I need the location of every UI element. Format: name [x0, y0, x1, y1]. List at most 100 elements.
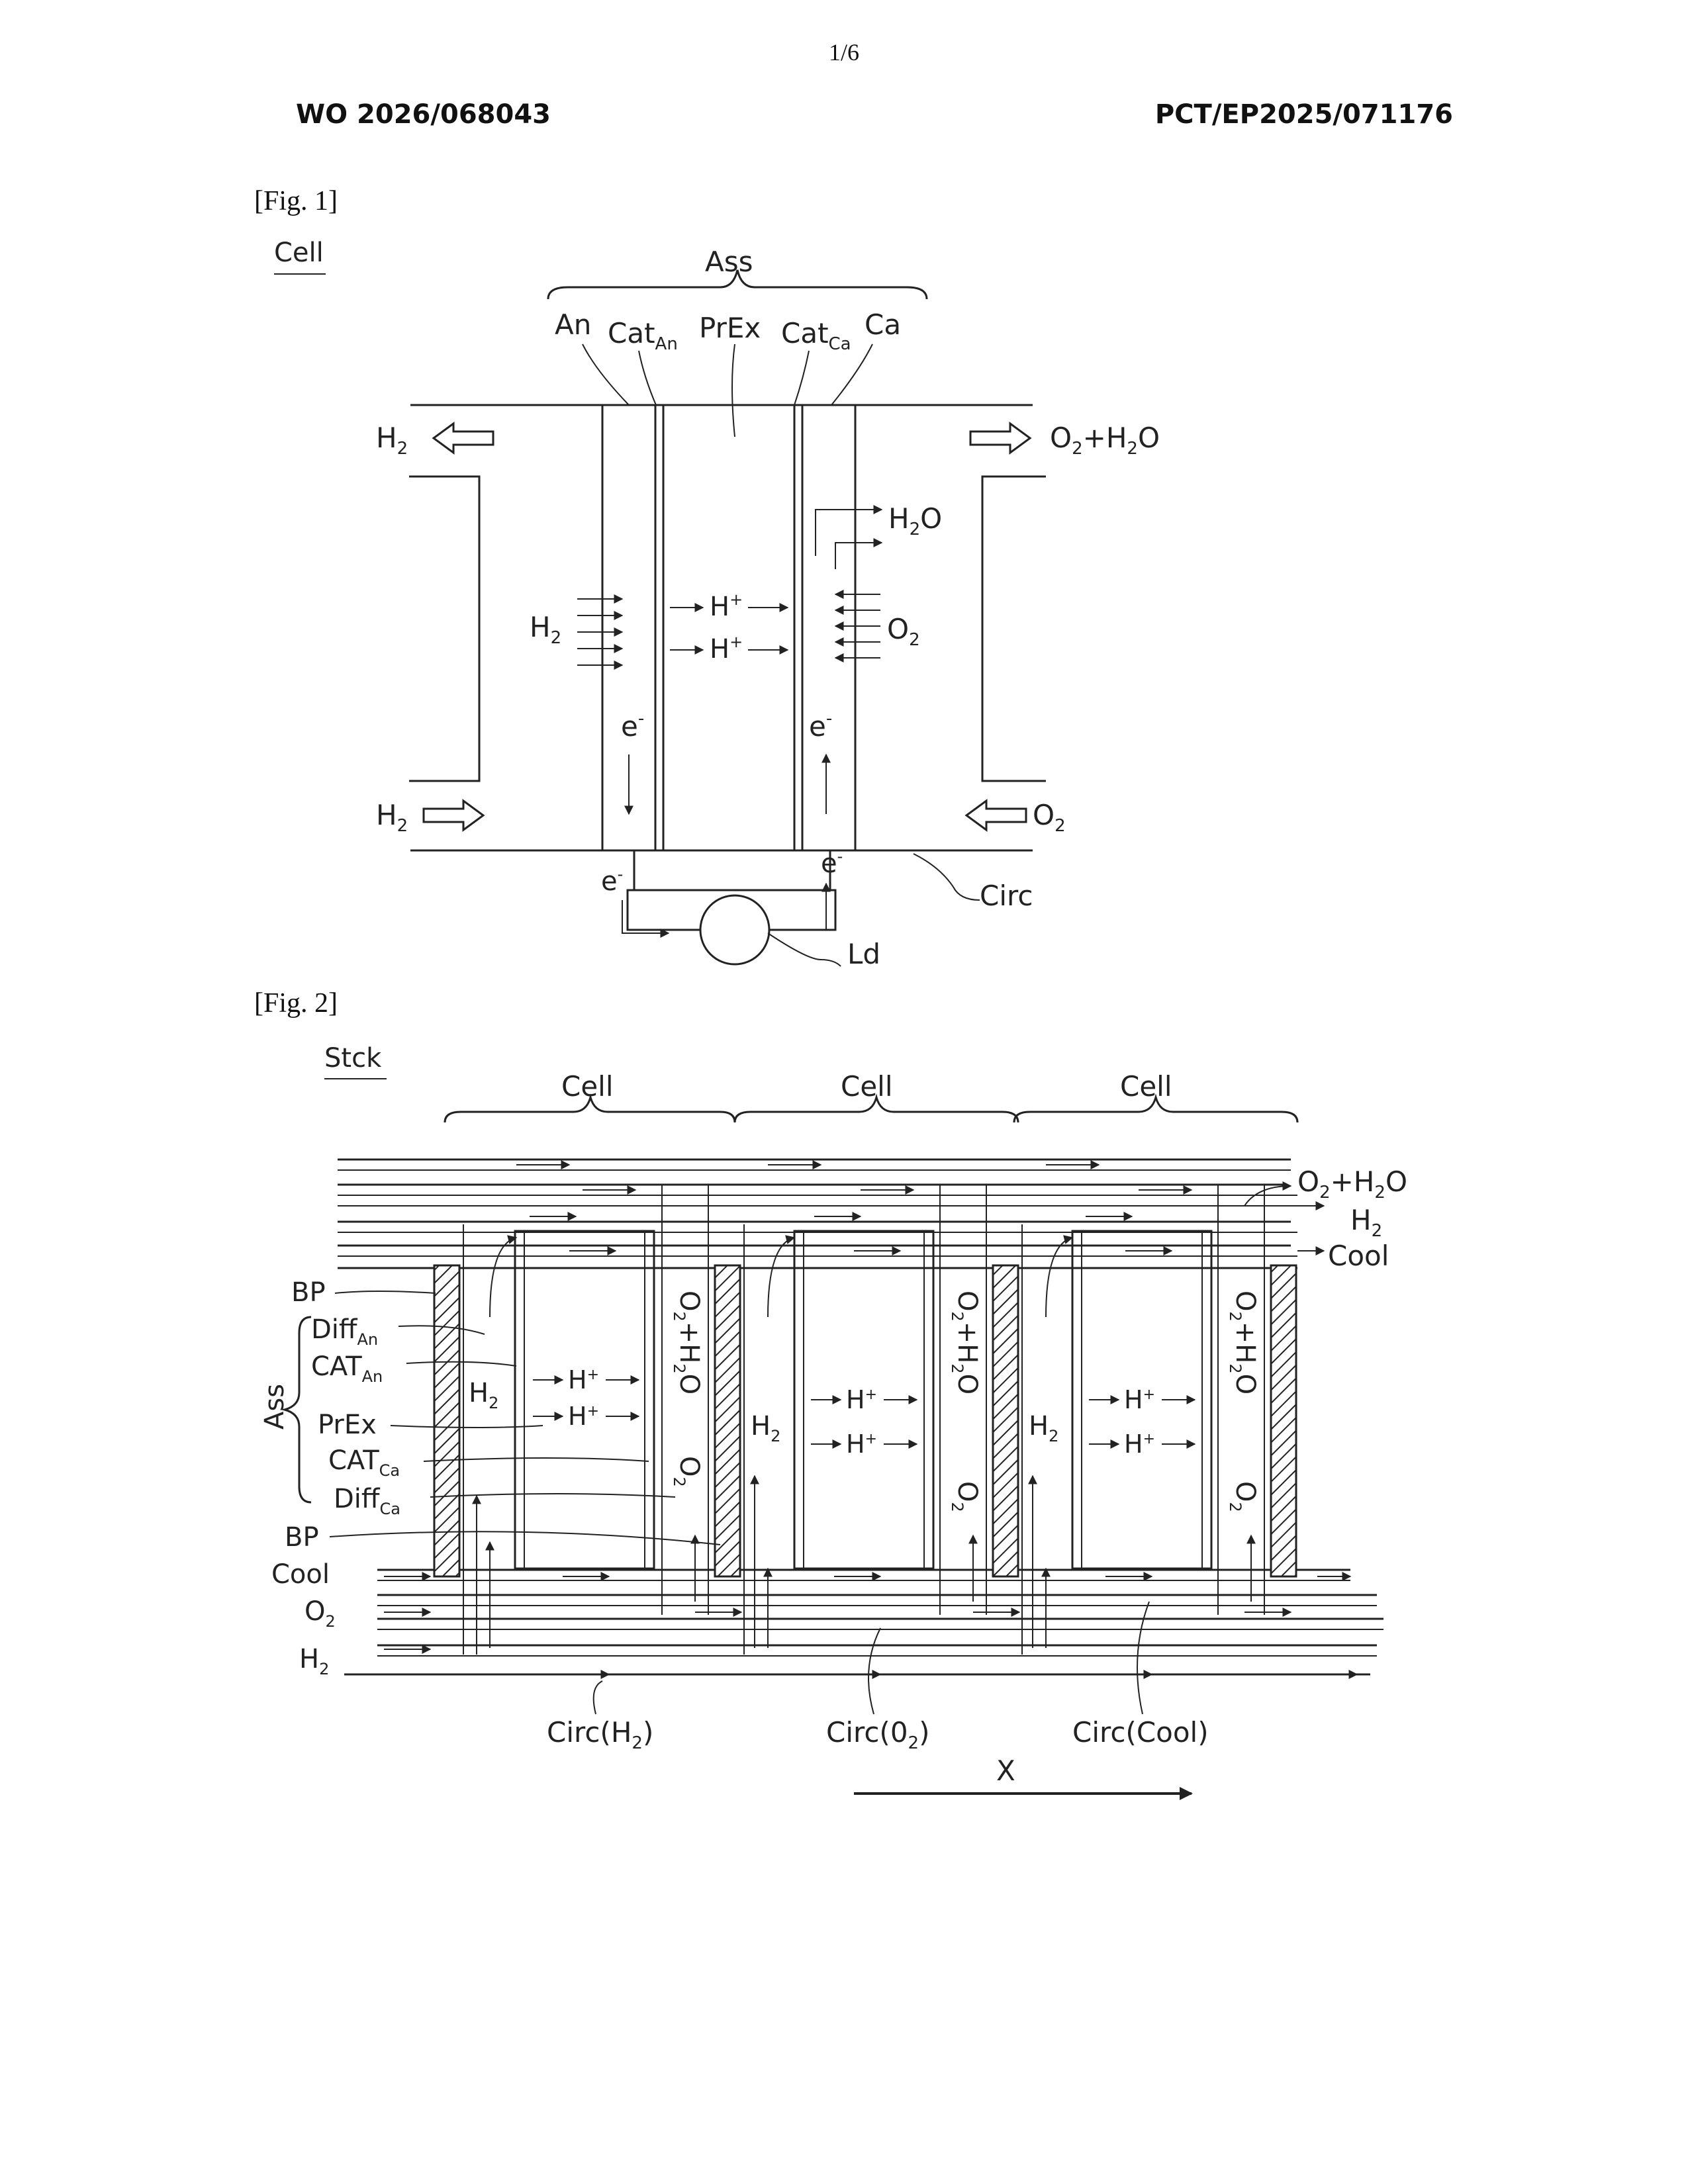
cat-ca-label: CatCa — [781, 317, 851, 354]
electron-out-label: e- — [601, 865, 623, 897]
h2-anode-label: H2 — [530, 611, 561, 648]
svg-text:H+: H+ — [1124, 1430, 1155, 1459]
bp-top-leader — [335, 1291, 436, 1293]
left-label-diff-an: DiffAn — [311, 1314, 378, 1349]
cat-an-leader — [639, 351, 656, 405]
svg-text:H+: H+ — [846, 1385, 877, 1414]
ass-label: Ass — [705, 246, 753, 278]
o2-in-arrow — [966, 801, 1026, 830]
circ-leader — [914, 854, 980, 900]
h2-channel-3: H2 — [1029, 1411, 1058, 1445]
left-label-cool: Cool — [271, 1559, 330, 1590]
mea-3-protons: H+ H+ — [1089, 1385, 1195, 1459]
cat-an-leader — [406, 1362, 516, 1366]
h2-channel-1: H2 — [469, 1378, 498, 1412]
proton-label-2: H+ — [710, 633, 743, 664]
electron-cathode-label: e- — [809, 709, 832, 743]
o2-channel-3: O2 — [1226, 1481, 1260, 1512]
ld-label: Ld — [847, 938, 880, 970]
cell-label-3: Cell — [1120, 1070, 1172, 1103]
cathode-catalyst-layer — [794, 405, 802, 850]
svg-text:H+: H+ — [568, 1365, 599, 1394]
bottom-manifold — [344, 1570, 1383, 1674]
fig2-diagram: Stck Cell Cell Cell — [259, 1043, 1407, 1794]
electron-anode-label: e- — [621, 709, 644, 743]
o2-h2o-out-label: O2+H2O — [1050, 422, 1160, 459]
cathode-layer — [802, 405, 855, 850]
cat-an-label: CatAn — [608, 317, 678, 354]
h2-in-arrow — [424, 801, 483, 830]
circ-cool-label: Circ(Cool) — [1072, 1716, 1209, 1749]
right-label-cool: Cool — [1328, 1240, 1389, 1272]
o2-channel-1: O2 — [670, 1456, 704, 1487]
prex-leader — [391, 1426, 543, 1428]
bipolar-plate-3 — [993, 1265, 1018, 1576]
left-label-h2: H2 — [299, 1644, 329, 1678]
left-label-cat-an: CATAn — [311, 1351, 383, 1386]
mea-1-protons: H+ H+ — [533, 1365, 639, 1431]
svg-text:H+: H+ — [846, 1430, 877, 1459]
circ-h2-leader — [594, 1681, 602, 1714]
h2o-arrow-2 — [835, 543, 882, 569]
cathode-channel-bracket — [982, 477, 1046, 781]
mea-1 — [515, 1231, 654, 1569]
cat-ca-leader — [794, 351, 809, 405]
svg-text:H+: H+ — [1124, 1385, 1155, 1414]
h2o-label: H2O — [888, 502, 942, 539]
cell-brace-1 — [445, 1097, 735, 1122]
left-label-bp-top: BP — [291, 1277, 326, 1308]
circ-label: Circ — [980, 880, 1033, 912]
load-symbol — [700, 895, 769, 964]
bipolar-plate-2 — [715, 1265, 740, 1576]
fig1-diagram: Cell Ass An CatAn PrEx CatCa Ca H2 O2+H2… — [274, 238, 1160, 970]
o2-in-label: O2 — [1033, 799, 1066, 836]
o2-cathode-label: O2 — [887, 613, 920, 650]
electron-out-arrow — [622, 900, 669, 933]
left-label-prex: PrEx — [318, 1410, 377, 1440]
h2-out-arrow — [434, 424, 493, 453]
o2-h2o-channel-3: O2+H2O — [1226, 1291, 1260, 1394]
left-label-o2: O2 — [305, 1596, 336, 1631]
h2-diffusion-arrows — [577, 599, 622, 665]
bipolar-plate-1 — [434, 1265, 459, 1576]
ca-label: Ca — [865, 308, 901, 341]
o2-channel-2: O2 — [948, 1481, 982, 1512]
left-label-diff-ca: DiffCa — [334, 1484, 400, 1518]
prex-leader — [732, 344, 735, 437]
electron-in-label: e- — [821, 847, 843, 879]
x-axis-label: X — [996, 1754, 1015, 1787]
ld-leader — [768, 933, 841, 966]
o2-h2o-out-arrow — [970, 424, 1030, 453]
circ-h2-label: Circ(H2) — [547, 1716, 653, 1753]
bipolar-plate-4 — [1271, 1265, 1296, 1576]
h2-in-label: H2 — [376, 799, 408, 836]
h2o-arrow-1 — [816, 510, 882, 556]
cell-label-1: Cell — [561, 1070, 614, 1103]
fig2-title: Stck — [324, 1043, 382, 1073]
an-label: An — [555, 308, 591, 341]
h2-out-label: H2 — [376, 422, 408, 459]
o2-diffusion-arrows — [835, 594, 880, 658]
an-leader — [583, 344, 629, 405]
left-label-bp-bottom: BP — [285, 1522, 319, 1553]
right-label-h2: H2 — [1350, 1204, 1382, 1241]
left-label-cat-ca: CATCa — [328, 1445, 400, 1480]
mea-2-protons: H+ H+ — [811, 1385, 917, 1459]
circ-o2-leader — [868, 1628, 880, 1714]
cell-label-2: Cell — [841, 1070, 893, 1103]
prex-label: PrEx — [699, 312, 761, 344]
o2-h2o-channel-2: O2+H2O — [948, 1291, 982, 1394]
circ-o2-label: Circ(02) — [826, 1716, 929, 1753]
anode-catalyst-layer — [655, 405, 663, 850]
ass-vertical-label: Ass — [259, 1384, 290, 1430]
h2-channel-2: H2 — [751, 1411, 780, 1445]
proton-label-1: H+ — [710, 590, 743, 622]
top-manifold — [338, 1160, 1324, 1268]
diff-ca-leader — [430, 1494, 675, 1497]
right-label-o2-h2o: O2+H2O — [1297, 1165, 1407, 1203]
anode-channel-bracket — [409, 477, 479, 781]
o2-h2o-channel-1: O2+H2O — [670, 1291, 704, 1394]
fig1-title: Cell — [274, 238, 324, 268]
svg-text:H+: H+ — [568, 1402, 599, 1431]
